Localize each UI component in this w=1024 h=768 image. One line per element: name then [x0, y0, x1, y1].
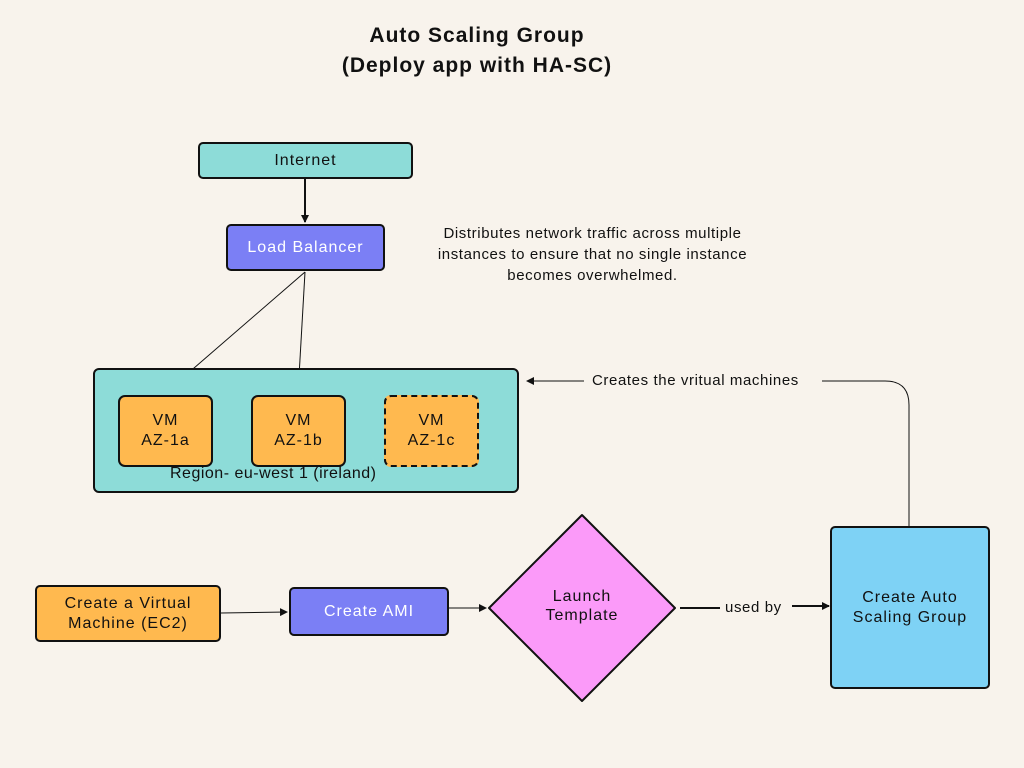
- az-label: AZ-1b: [274, 432, 323, 449]
- vm-label: VM: [285, 412, 312, 429]
- az-label: AZ-1c: [407, 432, 456, 449]
- vm-label: VM: [152, 412, 179, 429]
- create-asg-line-1: Create Auto: [862, 588, 958, 606]
- used-by-annotation: used by: [725, 599, 782, 616]
- vm-label: VM: [418, 412, 445, 429]
- launch-template-label: Launch Template: [487, 587, 677, 625]
- create-vm-line-2: Machine (EC2): [68, 614, 188, 632]
- load-balancer-description: Distributes network traffic across multi…: [400, 223, 785, 286]
- line-asg-to-creates: [822, 380, 910, 526]
- diagram-title: Auto Scaling Group: [369, 24, 585, 47]
- launch-template-line-1: Launch: [552, 588, 612, 605]
- load-balancer-node: Load Balancer: [226, 224, 385, 271]
- description-line-1: Distributes network traffic across multi…: [443, 225, 742, 242]
- load-balancer-label: Load Balancer: [247, 238, 364, 256]
- diagram-subtitle: (Deploy app with HA-SC): [341, 54, 613, 77]
- create-asg-line-2: Scaling Group: [852, 608, 968, 626]
- create-asg-node: Create Auto Scaling Group: [830, 526, 990, 689]
- launch-template-line-2: Template: [545, 607, 619, 625]
- vm-az-1a: VM AZ-1a: [118, 395, 213, 467]
- internet-label: Internet: [274, 151, 337, 169]
- launch-template-node: [488, 514, 676, 702]
- create-vm-node: Create a Virtual Machine (EC2): [35, 585, 221, 642]
- az-label: AZ-1a: [141, 432, 190, 449]
- description-line-3: becomes overwhelmed.: [507, 267, 678, 284]
- description-line-2: instances to ensure that no single insta…: [437, 246, 748, 263]
- create-ami-label: Create AMI: [323, 602, 415, 620]
- create-vm-line-1: Create a Virtual: [64, 594, 192, 612]
- vm-az-1b: VM AZ-1b: [251, 395, 346, 467]
- create-ami-node: Create AMI: [289, 587, 449, 636]
- launch-template-diamond: [488, 514, 676, 702]
- arrow-ec2-to-ami: [220, 608, 288, 617]
- vm-az-1c: VM AZ-1c: [384, 395, 479, 467]
- internet-node: Internet: [198, 142, 413, 179]
- creates-vms-annotation: Creates the vritual machines: [592, 372, 799, 389]
- region-label: Region- eu-west 1 (ireland): [170, 465, 377, 482]
